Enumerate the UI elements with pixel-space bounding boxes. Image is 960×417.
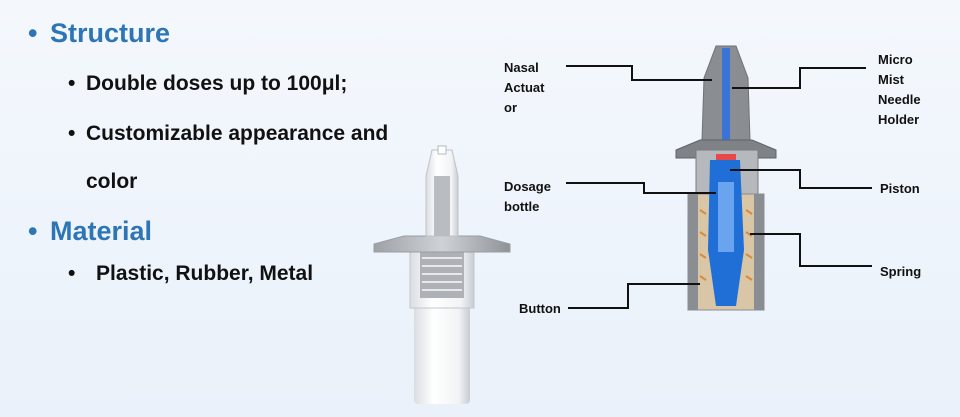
structure-item-1: •Double doses up to 100μl;: [68, 72, 348, 95]
leader-spring: [750, 233, 872, 267]
structure-heading: •Structure: [28, 18, 171, 48]
dosage-bottle-inner: [718, 182, 734, 252]
needle-channel: [722, 48, 730, 140]
label-piston: Piston: [880, 181, 920, 196]
leader-lines: [566, 65, 872, 309]
structure-item-2-continued: color: [86, 170, 138, 193]
nozzle-tip: [437, 145, 447, 155]
leader-button: [568, 283, 700, 309]
finger-flange: [373, 235, 511, 253]
spring-marks: [699, 209, 753, 281]
label-micro-mist-needle-holder: Micro Mist Needle Holder: [878, 52, 921, 127]
bullet-dot-icon: •: [68, 72, 76, 95]
housing-wall-left: [688, 194, 698, 310]
bullet-dot-icon: •: [68, 262, 76, 285]
label-nasal-actuator: Nasal Actuat or: [504, 60, 545, 115]
bottle-body: [414, 300, 470, 404]
leader-nasal-actuator: [566, 65, 712, 81]
structure-item-2: •Customizable appearance and: [68, 122, 389, 145]
label-button: Button: [519, 301, 561, 316]
material-item-1: •Plastic, Rubber, Metal: [68, 262, 314, 285]
leader-micro-mist: [732, 67, 866, 89]
leader-piston: [730, 169, 872, 189]
housing-wall-right: [754, 194, 764, 310]
leader-dosage-bottle: [566, 182, 716, 194]
spring-coils: [422, 257, 462, 291]
bullet-dot-icon: •: [28, 18, 38, 48]
bullet-dot-icon: •: [68, 122, 76, 145]
label-spring: Spring: [880, 264, 922, 279]
label-dosage-bottle: Dosage bottle: [504, 179, 551, 214]
nozzle-cutaway: [434, 176, 450, 236]
bullet-dot-icon: •: [28, 216, 38, 246]
material-heading: •Material: [28, 216, 153, 246]
